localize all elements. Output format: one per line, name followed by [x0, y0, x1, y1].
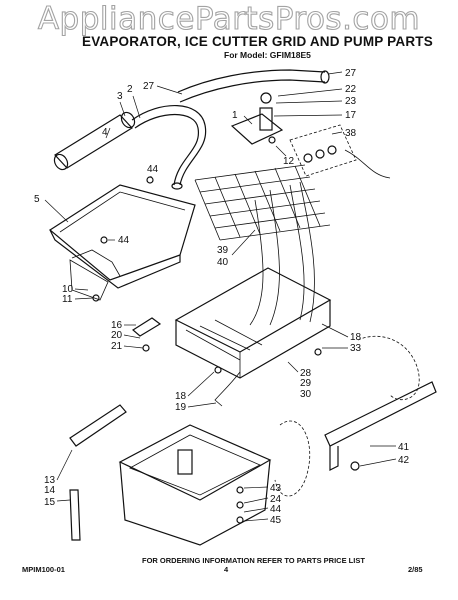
page-number: 4: [224, 565, 229, 574]
callout: 16: [111, 320, 123, 331]
callout: 15: [44, 497, 56, 508]
evaporator-plate: [48, 184, 196, 301]
screws: [92, 176, 322, 524]
callout: 44: [147, 164, 159, 175]
leader-lines: [44, 71, 397, 522]
callout: 11: [62, 294, 73, 305]
callout: 20: [111, 330, 123, 341]
drain-hose: [177, 69, 330, 103]
callout: 29: [300, 378, 312, 389]
callout: 18: [350, 332, 362, 343]
callout: 42: [398, 455, 410, 466]
callout: 13: [44, 475, 56, 486]
callout: 2: [127, 84, 133, 95]
drain-tube: [69, 489, 81, 541]
callout: 10: [62, 284, 74, 295]
doc-number: MPIM100-01: [22, 565, 65, 574]
callout: 33: [350, 343, 362, 354]
callout: 38: [345, 128, 357, 139]
model-label: For Model: GFIM18E5: [224, 50, 311, 60]
callout: 27: [345, 68, 357, 79]
callout: 12: [283, 156, 295, 167]
water-tube: [131, 105, 207, 190]
callout: 30: [300, 389, 312, 400]
callout: 23: [345, 96, 357, 107]
callout: 5: [34, 194, 40, 205]
callout-labels: 27 27 22 23 17 38 3 2 4 1 12 44 5 44 39 …: [34, 68, 410, 526]
callout: 39: [217, 245, 229, 256]
watermark: AppliancePartsPros.com: [37, 0, 421, 37]
wire-connector: [289, 124, 391, 179]
callout: 27: [143, 81, 155, 92]
callout: 43: [270, 483, 282, 494]
water-valve: [230, 92, 284, 145]
cutter-grid: [194, 164, 331, 326]
cabinet-outline: [357, 336, 420, 401]
doc-date: 2/85: [408, 565, 423, 574]
callout: 17: [345, 110, 357, 121]
diagram-title: EVAPORATOR, ICE CUTTER GRID AND PUMP PAR…: [82, 34, 433, 49]
callout: 14: [44, 485, 56, 496]
callout: 1: [232, 110, 238, 121]
callout: 45: [270, 515, 282, 526]
pump-bracket: [69, 404, 127, 447]
callout: 44: [118, 235, 130, 246]
callout: 21: [111, 341, 123, 352]
callout: 28: [300, 368, 312, 379]
ordering-note: FOR ORDERING INFORMATION REFER TO PARTS …: [142, 556, 365, 565]
side-bracket: [324, 381, 437, 471]
callout: 24: [270, 494, 282, 505]
bracket: [131, 317, 162, 337]
callout: 19: [175, 402, 187, 413]
callout: 3: [117, 91, 123, 102]
callout: 18: [175, 391, 187, 402]
pump-cylinder: [53, 111, 136, 171]
callout: 4: [102, 127, 108, 138]
callout: 44: [270, 504, 282, 515]
callout: 22: [345, 84, 357, 95]
callout: 40: [217, 257, 229, 268]
cabinet-outline-lower: [274, 420, 311, 497]
reservoir-pan: [118, 424, 272, 546]
grid-frame: [174, 267, 332, 407]
callout: 41: [398, 442, 410, 453]
